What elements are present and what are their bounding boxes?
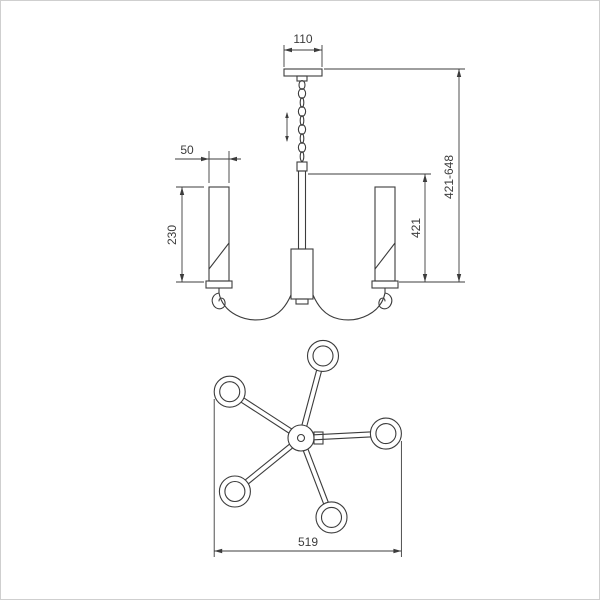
plan-shade-rings bbox=[213, 339, 402, 534]
left-arm-scroll bbox=[211, 292, 226, 310]
dim-drop-min: 421 bbox=[308, 173, 465, 283]
left-candle bbox=[205, 186, 233, 289]
dim-label-canopy-width: 110 bbox=[293, 32, 312, 46]
chain-adjust-arrow-icon bbox=[285, 112, 289, 142]
hub-center bbox=[296, 433, 306, 443]
chain-connector bbox=[296, 161, 308, 172]
right-arm-scroll bbox=[378, 292, 393, 310]
dim-label-drop-min: 421 bbox=[409, 218, 423, 238]
left-arm bbox=[211, 287, 292, 321]
hub-stub bbox=[313, 431, 324, 445]
suspension-chain bbox=[297, 88, 307, 162]
central-stem bbox=[290, 161, 314, 305]
center-body-cap bbox=[295, 298, 309, 305]
plan-view: 519 bbox=[213, 339, 402, 557]
front-elevation-view: 110 50 230 421 bbox=[165, 32, 465, 321]
ceiling-canopy bbox=[283, 68, 323, 91]
right-candle-cup bbox=[371, 280, 399, 289]
dim-candle-height: 230 bbox=[165, 186, 204, 283]
plan-arms bbox=[240, 369, 372, 505]
hook-link bbox=[298, 79, 306, 91]
right-arm-sweep bbox=[312, 292, 386, 321]
left-candle-tube bbox=[208, 186, 230, 282]
dim-canopy-width: 110 bbox=[283, 32, 323, 67]
dim-label-diameter: 519 bbox=[298, 535, 318, 549]
left-candle-seam bbox=[208, 242, 230, 270]
left-candle-cup bbox=[205, 280, 233, 289]
dim-diameter: 519 bbox=[213, 399, 402, 557]
right-candle-seam bbox=[374, 242, 396, 270]
right-candle bbox=[371, 186, 399, 289]
center-body bbox=[290, 248, 314, 300]
dim-drop-range: 421-648 bbox=[324, 68, 465, 282]
dim-label-candle-height: 230 bbox=[165, 225, 179, 245]
right-candle-tube bbox=[374, 186, 396, 282]
left-arm-sweep bbox=[218, 292, 292, 321]
right-arm bbox=[312, 287, 393, 321]
center-rod bbox=[297, 170, 307, 250]
hub bbox=[287, 424, 324, 452]
dim-label-candle-width: 50 bbox=[180, 143, 194, 157]
dim-label-drop-range: 421-648 bbox=[442, 155, 456, 199]
dim-candle-width: 50 bbox=[175, 143, 241, 183]
canopy-plate bbox=[283, 68, 323, 77]
